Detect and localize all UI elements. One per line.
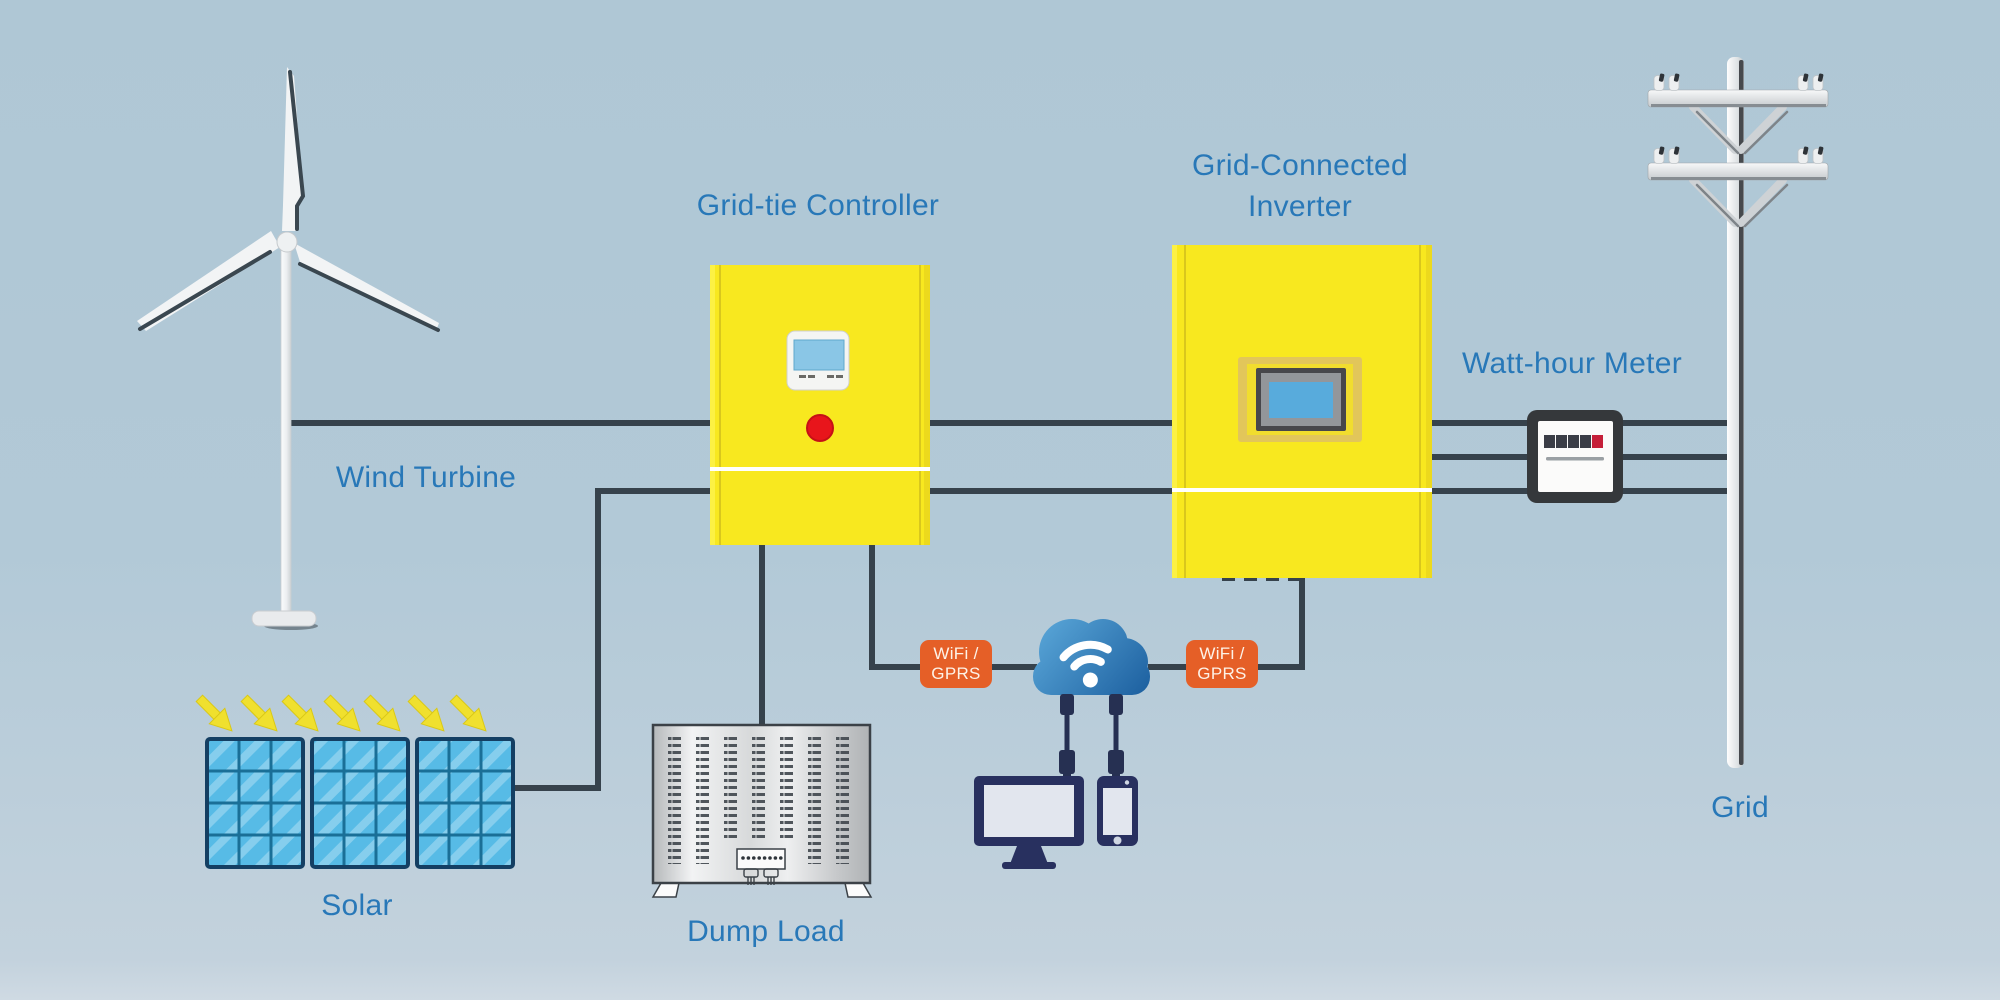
watt-hour-meter-graphic — [1527, 410, 1623, 503]
dump-load-graphic — [651, 723, 873, 898]
solar-panel — [310, 737, 410, 869]
wifi-gprs-badge-right: WiFi / GPRS — [1186, 640, 1258, 688]
wire-solar-to-controller — [512, 488, 710, 791]
cloud-icon — [1033, 619, 1150, 695]
usb-cables — [1059, 694, 1124, 779]
wind-turbine-label: Wind Turbine — [335, 461, 517, 494]
solar-panel — [415, 737, 515, 869]
insulators — [1653, 73, 1824, 164]
controller-display — [786, 330, 850, 391]
grid-tie-controller-box — [710, 265, 930, 545]
grid-label: Grid — [1711, 791, 1769, 824]
inverter-label: Grid-Connected Inverter — [1192, 145, 1408, 227]
watt-hour-meter-label: Watt-hour Meter — [1461, 347, 1683, 380]
badge-line1: WiFi / — [1199, 644, 1245, 663]
power-led-icon — [806, 414, 834, 442]
sun-rays-icon — [195, 694, 487, 732]
badge-line2: GPRS — [1197, 664, 1247, 683]
grid-tie-controller-label: Grid-tie Controller — [696, 189, 940, 222]
solar-panel — [205, 737, 305, 869]
wifi-gprs-badge-left: WiFi / GPRS — [920, 640, 992, 688]
solar-label: Solar — [321, 889, 393, 922]
inverter-label-line1: Grid-Connected — [1192, 149, 1408, 182]
inverter-label-line2: Inverter — [1247, 190, 1353, 223]
solar-panel-array — [205, 737, 515, 869]
meter-digits — [1544, 435, 1603, 448]
smartphone-icon — [1097, 776, 1138, 846]
wifi-icon — [1059, 640, 1112, 688]
badge-line2: GPRS — [931, 664, 981, 683]
dump-load-label: Dump Load — [687, 915, 845, 948]
badge-line1: WiFi / — [933, 644, 979, 663]
inverter-display — [1238, 357, 1362, 442]
wind-turbine-graphic — [137, 67, 440, 630]
crossarm — [1647, 89, 1829, 181]
utility-pole-graphic — [1647, 57, 1829, 768]
grid-connected-inverter-box — [1172, 245, 1432, 578]
monitor-icon — [974, 776, 1084, 869]
